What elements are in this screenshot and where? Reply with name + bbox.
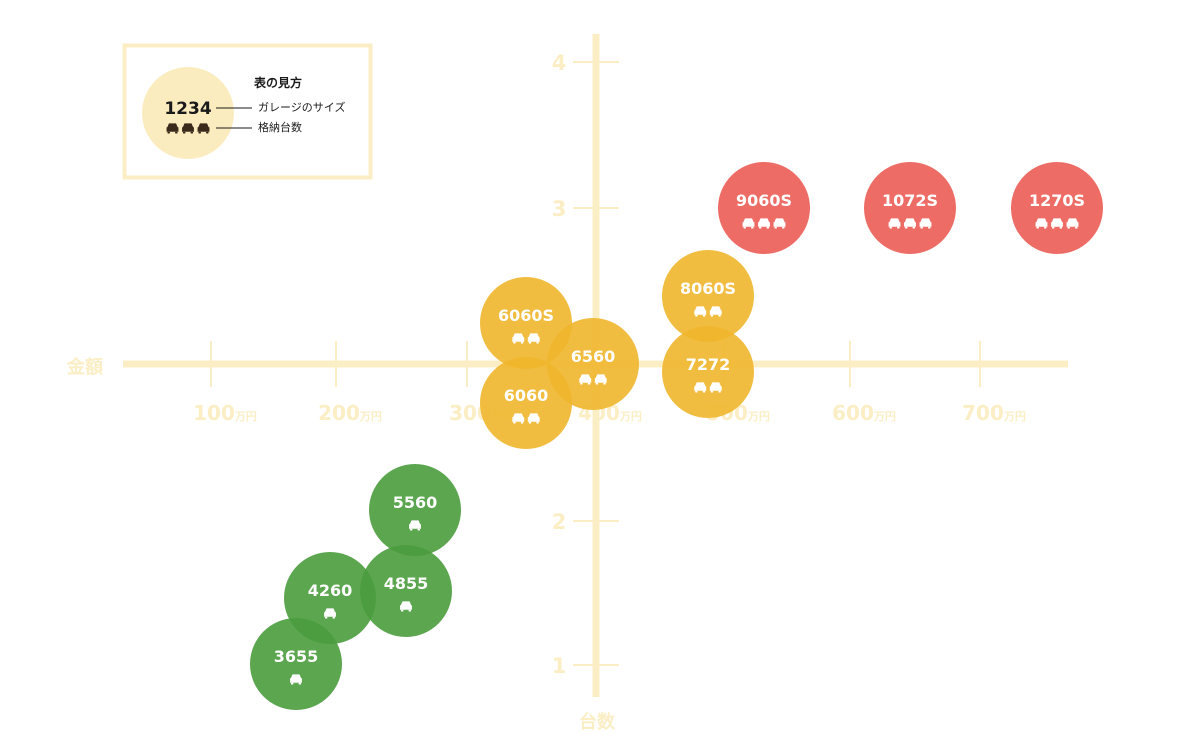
- x-tick-label: 600万円: [832, 401, 896, 425]
- bubble-size-label: 1270S: [1029, 191, 1085, 210]
- y-tick-label: 2: [552, 510, 567, 534]
- bubble-6060: 6060: [480, 357, 572, 449]
- bubble-circle: [547, 318, 639, 410]
- y-tick-label: 4: [552, 51, 567, 75]
- bubble-circle: [662, 250, 754, 342]
- bubble-circle: [1011, 162, 1103, 254]
- bubble-size-label: 3655: [274, 647, 319, 666]
- legend: 表の見方 1234 ガレージのサイズ 格納台数: [122, 43, 373, 180]
- bubble-1270S: 1270S: [1011, 162, 1103, 254]
- bubble-size-label: 4855: [384, 574, 429, 593]
- y-axis-title: 台数: [579, 711, 616, 733]
- bubble-size-label: 5560: [393, 493, 438, 512]
- bubble-circle: [864, 162, 956, 254]
- bubble-circle: [369, 464, 461, 556]
- x-tick-label: 200万円: [318, 401, 382, 425]
- x-tick-label: 700万円: [962, 401, 1026, 425]
- bubble-circle: [480, 277, 572, 369]
- bubble-6560: 6560: [547, 318, 639, 410]
- bubbles: 3655 4260 4855 5560 6060S 6060 6560 8060S 7272 90…: [250, 162, 1103, 710]
- bubble-5560: 5560: [369, 464, 461, 556]
- bubble-size-label: 1072S: [882, 191, 938, 210]
- legend-title: 表の見方: [253, 75, 302, 90]
- bubble-circle: [284, 552, 376, 644]
- bubble-circle: [360, 545, 452, 637]
- bubble-size-label: 9060S: [736, 191, 792, 210]
- bubble-size-label: 8060S: [680, 279, 736, 298]
- legend-count-label: 格納台数: [258, 120, 302, 134]
- bubble-size-label: 6560: [571, 347, 616, 366]
- bubble-8060S: 8060S: [662, 250, 754, 342]
- x-axis-title: 金額: [66, 356, 103, 378]
- y-tick-label: 1: [552, 654, 567, 678]
- legend-sample-bubble: [142, 67, 234, 159]
- bubble-1072S: 1072S: [864, 162, 956, 254]
- bubble-circle: [480, 357, 572, 449]
- legend-size-label: ガレージのサイズ: [258, 100, 345, 114]
- bubble-6060S: 6060S: [480, 277, 572, 369]
- bubble-size-label: 6060: [504, 386, 549, 405]
- bubble-9060S: 9060S: [718, 162, 810, 254]
- y-tick-label: 3: [552, 197, 567, 221]
- bubble-circle: [662, 326, 754, 418]
- bubble-circle: [718, 162, 810, 254]
- legend-frame: [122, 43, 373, 180]
- legend-sample-size: 1234: [164, 99, 211, 119]
- bubble-4260: 4260: [284, 552, 376, 644]
- bubble-size-label: 4260: [308, 581, 353, 600]
- bubble-7272: 7272: [662, 326, 754, 418]
- bubble-size-label: 7272: [686, 355, 731, 374]
- bubble-4855: 4855: [360, 545, 452, 637]
- bubble-size-label: 6060S: [498, 306, 554, 325]
- x-tick-label: 100万円: [193, 401, 257, 425]
